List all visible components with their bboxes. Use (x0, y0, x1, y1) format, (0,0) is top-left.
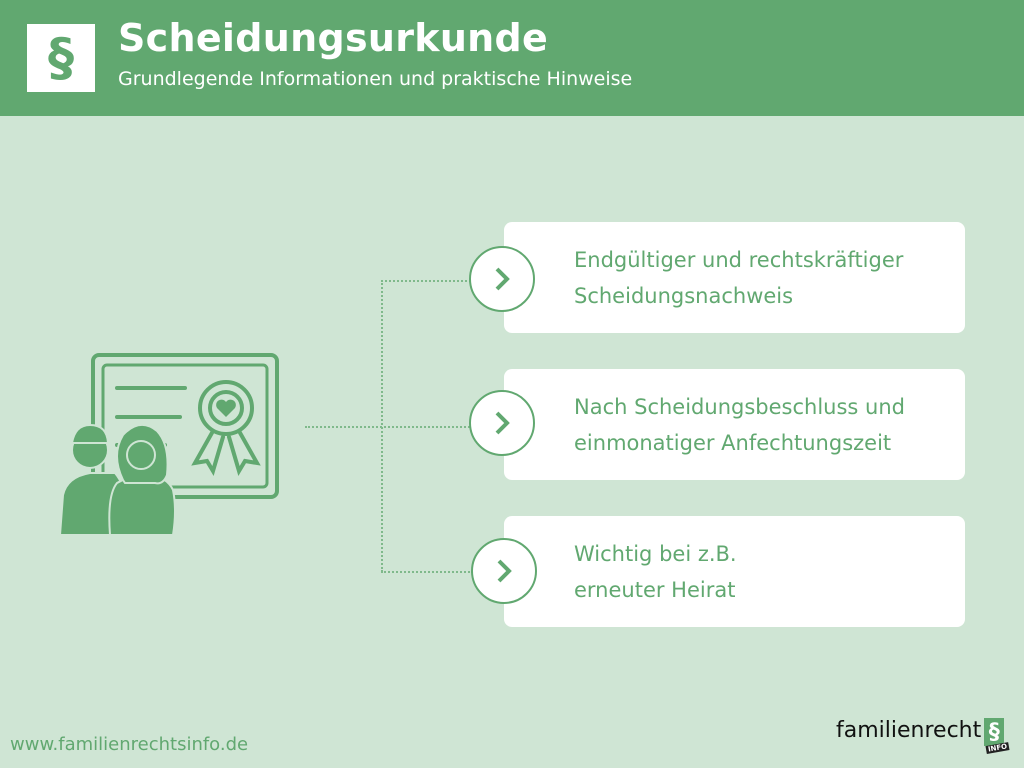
brand-logo: familienrecht § INFO (836, 718, 1010, 754)
info-card-text: Endgültiger und rechtskräftiger Scheidun… (574, 248, 904, 308)
page-title: Scheidungsurkunde (118, 16, 549, 60)
chevron-right-icon (469, 246, 535, 312)
info-card: Nach Scheidungsbeschluss und einmonatige… (504, 369, 965, 480)
brand-name: familienrecht (836, 718, 982, 743)
connector-line (381, 280, 471, 282)
info-card-text: Wichtig bei z.B. erneuter Heirat (574, 542, 737, 602)
connector-line (381, 571, 473, 573)
paragraph-icon: § INFO (984, 718, 1010, 754)
connector-line (381, 280, 383, 572)
paragraph-icon: § (48, 28, 74, 88)
chevron-right-icon (469, 390, 535, 456)
connector-line (305, 426, 470, 428)
info-card-text: Nach Scheidungsbeschluss und einmonatige… (574, 395, 905, 455)
info-card: Wichtig bei z.B. erneuter Heirat (504, 516, 965, 627)
website-link[interactable]: www.familienrechtsinfo.de (10, 734, 249, 755)
page-subtitle: Grundlegende Informationen und praktisch… (118, 68, 633, 90)
couple-certificate-illustration (58, 353, 279, 536)
chevron-right-icon (471, 538, 537, 604)
paragraph-logo: § (27, 24, 95, 92)
header-banner: § Scheidungsurkunde Grundlegende Informa… (0, 0, 1024, 116)
info-card: Endgültiger und rechtskräftiger Scheidun… (504, 222, 965, 333)
